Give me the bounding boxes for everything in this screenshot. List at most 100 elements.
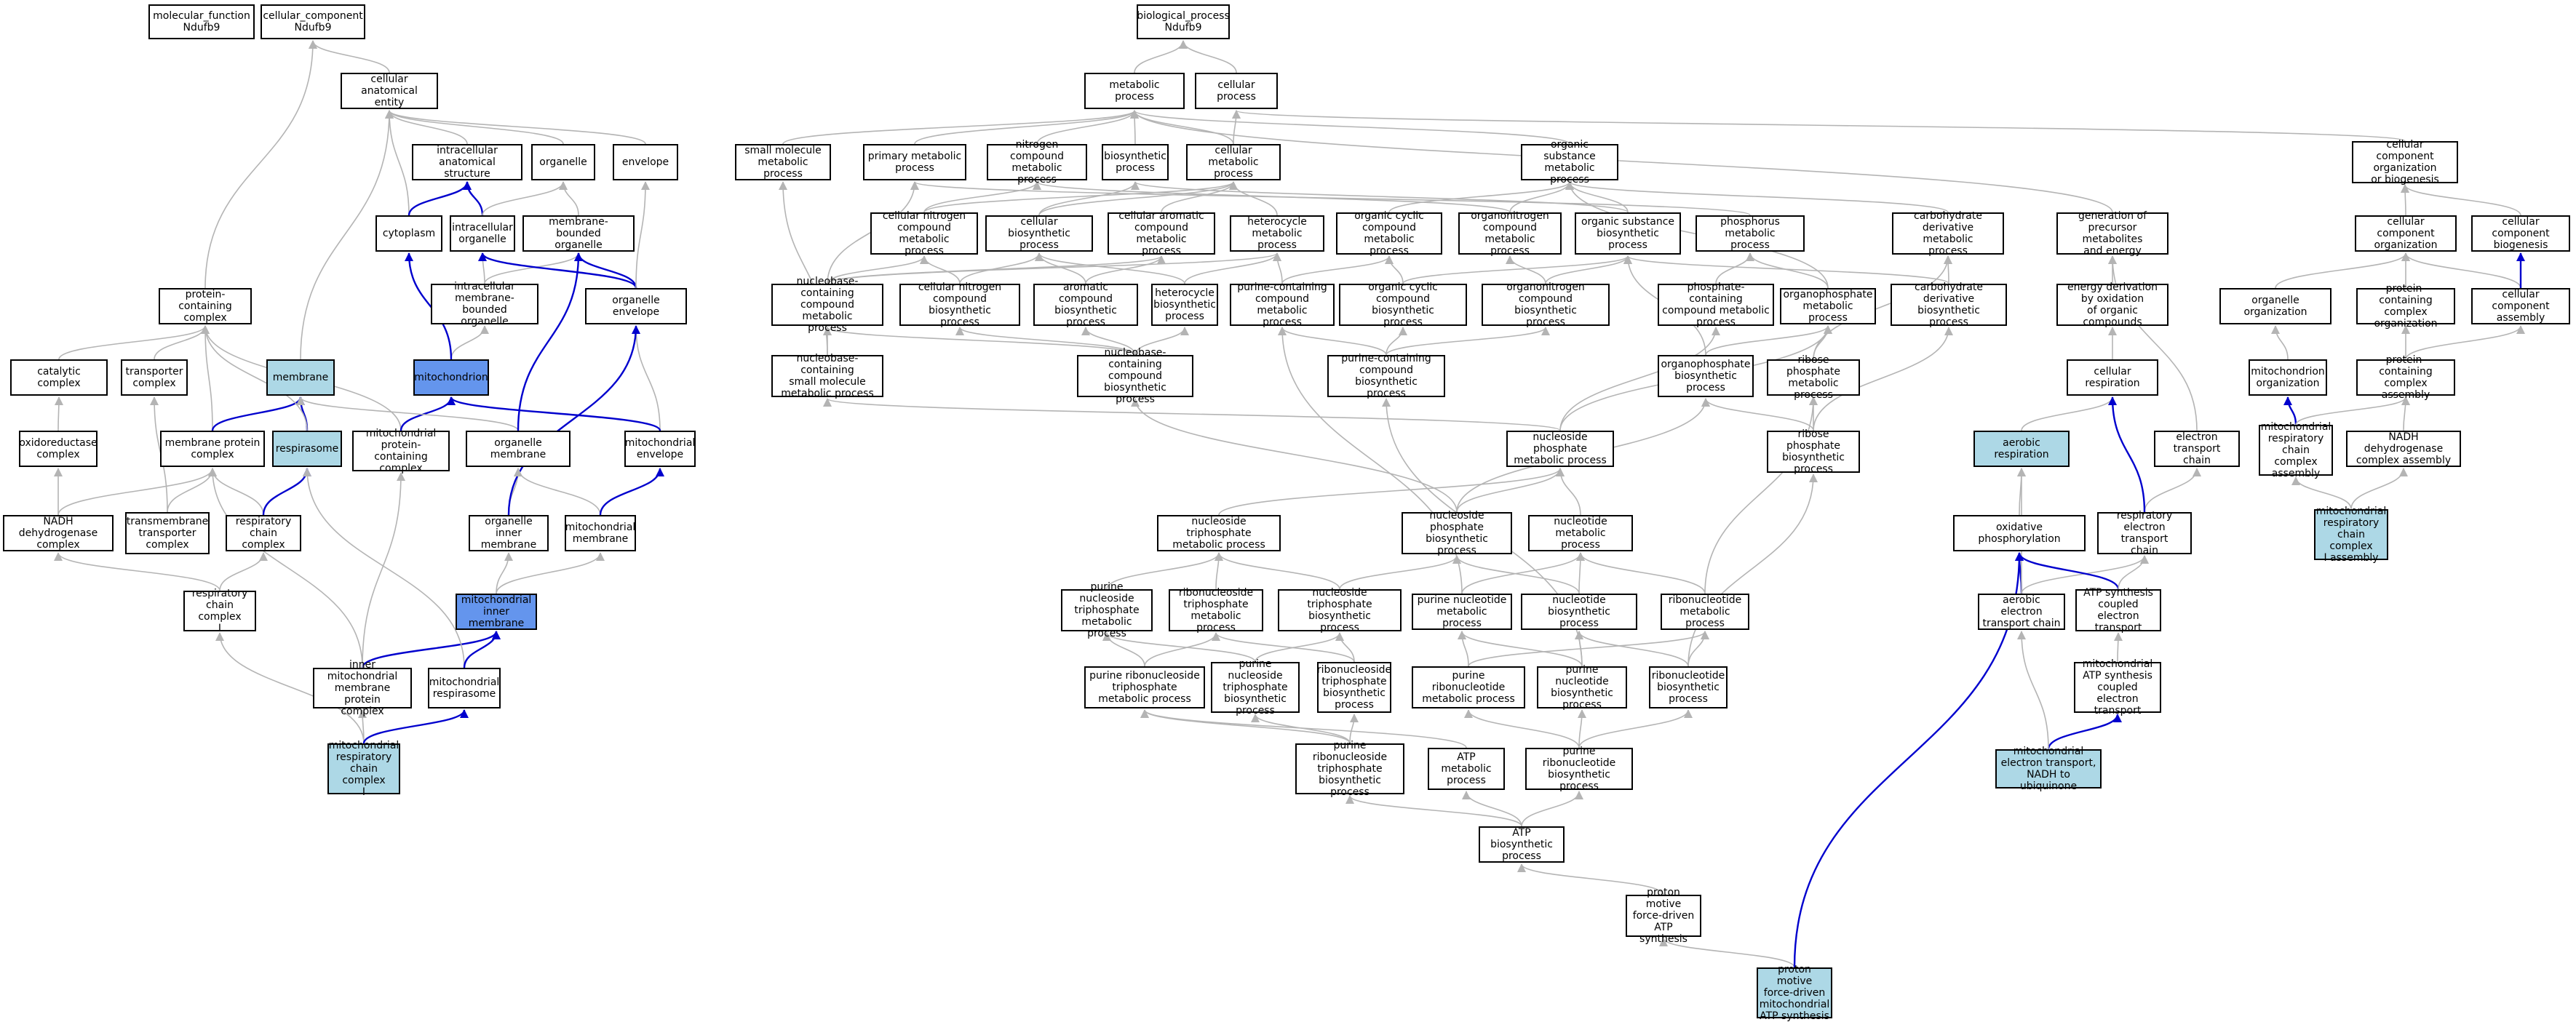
node-atpscet[interactable]: ATP synthesis coupled electron transport [2075,587,2161,634]
node-nadhdh[interactable]: NADH dehydrogenase complex [3,515,114,551]
node-imbo[interactable]: intracellular membrane-bounded organelle [431,281,538,327]
node-oxphos[interactable]: oxidative phosphorylation [1953,515,2086,551]
node-cae[interactable]: cellular anatomical entity [341,73,438,109]
node-metnadh[interactable]: mitochondrial electron transport, NADH t… [1995,746,2102,792]
node-smmp[interactable]: small molecule metabolic process [735,144,831,180]
node-aerresp[interactable]: aerobic respiration [1973,431,2070,467]
node-nucbp[interactable]: nucleotide biosynthetic process [1521,594,1637,630]
node-hmp[interactable]: heterocycle metabolic process [1230,215,1324,252]
node-prnucbp[interactable]: purine ribonucleotide biosynthetic proce… [1525,746,1633,792]
node-retc[interactable]: respiratory electron transport chain [2097,510,2192,556]
node-mpcc[interactable]: mitochondrial protein-containing complex [352,428,450,474]
node-etc[interactable]: electron transport chain [2154,431,2240,467]
node-mim[interactable]: mitochondrial inner membrane [456,594,537,630]
node-icorg[interactable]: intracellular organelle [450,215,515,252]
node-rcc[interactable]: respiratory chain complex [226,515,301,551]
node-mpc[interactable]: membrane protein complex [160,431,265,467]
node-cytoplasm[interactable]: cytoplasm [375,215,442,252]
node-rpmp[interactable]: ribose phosphate metabolic process [1767,354,1860,401]
node-mito[interactable]: mitochondrion [413,359,489,396]
node-rntpmp[interactable]: ribonucleoside triphosphate metabolic pr… [1169,587,1263,634]
node-imm_pc[interactable]: inner mitochondrial membrane protein com… [313,659,412,717]
node-bp[interactable]: biological_process Ndufb9 [1137,4,1230,39]
node-nbcbp[interactable]: nucleobase-containing compound biosynthe… [1077,347,1193,405]
node-metab[interactable]: metabolic process [1084,73,1185,109]
node-mrcca[interactable]: mitochondrial respiratory chain complex … [2259,421,2333,479]
node-pmfmatp[interactable]: proton motive force-driven mitochondrial… [1757,964,1832,1022]
node-cncbp[interactable]: cellular nitrogen compound biosynthetic … [899,282,1020,328]
node-acbp[interactable]: aromatic compound biosynthetic process [1033,282,1138,328]
node-orgenv[interactable]: organelle envelope [585,288,687,324]
node-cbp[interactable]: cellular biosynthetic process [985,215,1093,252]
node-transcx[interactable]: transporter complex [121,359,188,396]
node-pcmp[interactable]: purine-containing compound metabolic pro… [1230,282,1335,328]
node-pcbp[interactable]: purine-containing compound biosynthetic … [1327,353,1445,399]
node-onmp[interactable]: organonitrogen compound metabolic proces… [1458,210,1562,257]
node-cdbp[interactable]: carbohydrate derivative biosynthetic pro… [1891,282,2007,328]
node-npmp[interactable]: nucleoside phosphate metabolic process [1506,431,1614,467]
node-osmp[interactable]: organic substance metabolic process [1521,139,1618,185]
node-prntpbp[interactable]: purine ribonucleoside triphosphate biosy… [1295,740,1404,798]
node-oim[interactable]: organelle inner membrane [469,515,549,551]
node-rpbp[interactable]: ribose phosphate biosynthetic process [1767,428,1860,475]
node-gpme[interactable]: generation of precursor metabolites and … [2056,210,2168,257]
node-orgorg[interactable]: organelle organization [2219,288,2331,324]
node-pcc[interactable]: protein-containing complex [159,288,252,324]
node-rntpbp[interactable]: ribonucleoside triphosphate biosynthetic… [1317,662,1391,713]
node-membrane[interactable]: membrane [266,359,335,396]
node-phosmp[interactable]: phosphorus metabolic process [1696,215,1805,252]
node-pmp[interactable]: primary metabolic process [863,144,966,180]
node-pcca[interactable]: protein-containing complex assembly [2356,354,2455,401]
node-organelle[interactable]: organelle [531,144,595,180]
node-ncmp[interactable]: nitrogen compound metabolic process [987,139,1087,185]
node-pnucbp[interactable]: purine nucleotide biosynthetic process [1537,664,1627,711]
node-pmfatp[interactable]: proton motive force-driven ATP synthesis [1626,887,1701,945]
node-catcx[interactable]: catalytic complex [10,359,108,396]
node-edoc[interactable]: energy derivation by oxidation of organi… [2056,282,2168,328]
node-biosyn[interactable]: biosynthetic process [1102,144,1169,180]
node-aetc[interactable]: aerobic electron transport chain [1978,594,2065,630]
node-mbo[interactable]: membrane-bounded organelle [522,215,635,252]
node-opmp[interactable]: organophosphate metabolic process [1780,288,1876,324]
node-prntpmp[interactable]: purine ribonucleoside triphosphate metab… [1084,666,1205,708]
node-rnucbp[interactable]: ribonucleotide biosynthetic process [1649,666,1728,708]
node-osbp[interactable]: organic substance biosynthetic process [1575,212,1681,255]
node-cdmp[interactable]: carbohydrate derivative metabolic proces… [1892,210,2004,257]
node-cca[interactable]: cellular component assembly [2471,288,2570,324]
node-cmp[interactable]: cellular metabolic process [1186,144,1281,180]
node-opbp[interactable]: organophosphate biosynthetic process [1658,355,1754,397]
node-occbp[interactable]: organic cyclic compound biosynthetic pro… [1339,282,1467,328]
node-ccob[interactable]: cellular component organization or bioge… [2352,139,2458,185]
node-mresp[interactable]: mitochondrial respirasome [428,668,501,708]
node-pcompmp[interactable]: phosphate-containing compound metabolic … [1658,282,1774,328]
node-nadhdha[interactable]: NADH dehydrogenase complex assembly [2346,431,2461,467]
node-rcc1[interactable]: respiratory chain complex I [183,588,256,634]
node-rnucmp[interactable]: ribonucleotide metabolic process [1661,594,1749,630]
node-prnucmp[interactable]: purine ribonucleotide metabolic process [1412,666,1525,708]
node-pnucmp[interactable]: purine nucleotide metabolic process [1412,594,1512,630]
node-pntpmp[interactable]: purine nucleoside triphosphate metabolic… [1061,581,1153,639]
node-cco[interactable]: cellular component organization [2355,215,2457,252]
node-ias[interactable]: intracellular anatomical structure [412,144,522,180]
node-cellproc[interactable]: cellular process [1195,73,1278,109]
node-matpscet[interactable]: mitochondrial ATP synthesis coupled elec… [2074,658,2161,716]
node-oxred[interactable]: oxidoreductase complex [19,431,98,467]
node-tmtc[interactable]: transmembrane transporter complex [125,512,210,554]
node-oncbp[interactable]: organonitrogen compound biosynthetic pro… [1482,282,1610,328]
node-nucmp[interactable]: nucleotide metabolic process [1528,515,1633,551]
node-nbcmp[interactable]: nucleobase-containing compound metabolic… [771,276,883,334]
node-occmp[interactable]: organic cyclic compound metabolic proces… [1336,210,1442,257]
node-mitoorg[interactable]: mitochondrion organization [2249,359,2327,396]
node-envelope[interactable]: envelope [613,144,678,180]
node-orgmem[interactable]: organelle membrane [466,431,571,467]
node-atpbp[interactable]: ATP biosynthetic process [1479,826,1565,863]
node-mf[interactable]: molecular_function Ndufb9 [148,4,255,39]
node-cellresp[interactable]: cellular respiration [2067,359,2158,396]
node-pcco[interactable]: protein-containing complex organization [2356,283,2455,330]
node-nbcsmmp[interactable]: nucleobase-containing small molecule met… [771,353,883,399]
node-pntpbp[interactable]: purine nucleoside triphosphate biosynthe… [1211,658,1300,716]
node-ntpbp[interactable]: nucleoside triphosphate biosynthetic pro… [1278,587,1402,634]
node-mrcc1a[interactable]: mitochondrial respiratory chain complex … [2314,506,2388,564]
node-cacmp[interactable]: cellular aromatic compound metabolic pro… [1108,210,1215,257]
node-cc[interactable]: cellular_component Ndufb9 [261,4,365,39]
